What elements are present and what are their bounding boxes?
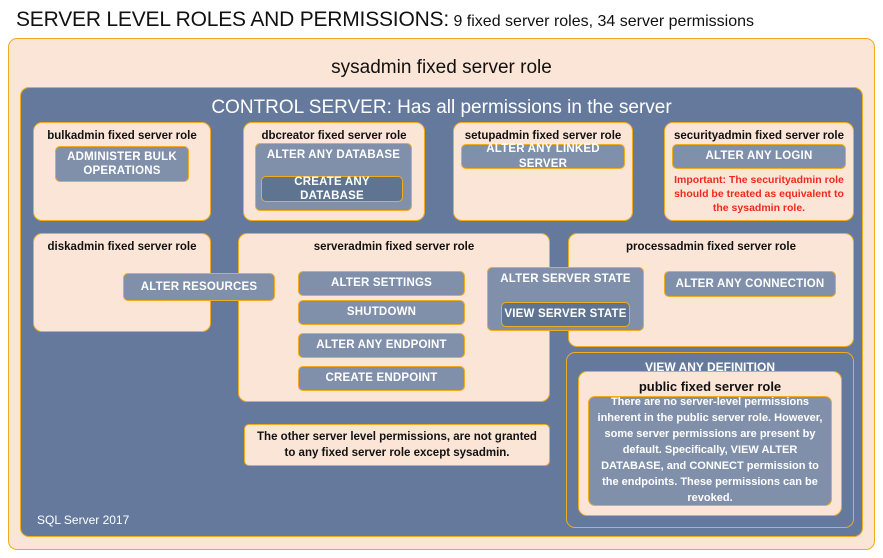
permission-create-endpoint[interactable]: CREATE ENDPOINT xyxy=(298,366,465,391)
role-label-setupadmin: setupadmin fixed server role xyxy=(464,130,622,142)
product-version-label: SQL Server 2017 xyxy=(37,513,130,527)
permission-alter-settings[interactable]: ALTER SETTINGS xyxy=(298,271,465,296)
role-label-diskadmin: diskadmin fixed server role xyxy=(47,241,197,253)
sysadmin-role-label: sysadmin fixed server role xyxy=(331,57,552,78)
other-permissions-note: The other server level permissions, are … xyxy=(244,424,550,466)
permission-alter-any-database-label: ALTER ANY DATABASE xyxy=(266,149,401,161)
page-title-main: SERVER LEVEL ROLES AND PERMISSIONS: xyxy=(16,8,449,31)
permission-alter-any-linked-server[interactable]: ALTER ANY LINKED SERVER xyxy=(461,143,625,170)
permission-create-any-database[interactable]: CREATE ANY DATABASE xyxy=(261,176,403,202)
permission-view-server-state[interactable]: VIEW SERVER STATE xyxy=(501,302,630,327)
permission-shutdown[interactable]: SHUTDOWN xyxy=(298,300,465,325)
public-role-description: There are no server-level permissions in… xyxy=(588,396,832,506)
permission-administer-bulk-operations[interactable]: ADMINISTER BULK OPERATIONS xyxy=(55,146,189,182)
role-label-securityadmin: securityadmin fixed server role xyxy=(673,130,845,142)
page-title-sub: 9 fixed server roles, 34 server permissi… xyxy=(453,13,755,30)
permission-alter-resources[interactable]: ALTER RESOURCES xyxy=(123,273,275,301)
permission-alter-any-connection[interactable]: ALTER ANY CONNECTION xyxy=(664,271,836,297)
permission-alter-any-endpoint[interactable]: ALTER ANY ENDPOINT xyxy=(298,333,465,358)
control-server-label: CONTROL SERVER: Has all permissions in t… xyxy=(211,97,672,118)
permission-view-any-definition-label: VIEW ANY DEFINITION xyxy=(644,360,775,374)
role-box-securityadmin: securityadmin fixed server role xyxy=(664,122,854,221)
role-label-dbcreator: dbcreator fixed server role xyxy=(261,130,407,142)
role-label-public: public fixed server role xyxy=(638,379,782,394)
securityadmin-important-note: Important: The securityadmin role should… xyxy=(674,174,844,215)
role-box-setupadmin: setupadmin fixed server role xyxy=(453,122,633,221)
permission-alter-any-login[interactable]: ALTER ANY LOGIN xyxy=(672,144,846,169)
role-label-processadmin: processadmin fixed server role xyxy=(625,241,797,253)
permission-alter-server-state-label: ALTER SERVER STATE xyxy=(500,273,631,285)
page-title: SERVER LEVEL ROLES AND PERMISSIONS: 9 fi… xyxy=(16,8,754,32)
role-label-serveradmin: serveradmin fixed server role xyxy=(313,241,475,253)
role-label-bulkadmin: bulkadmin fixed server role xyxy=(47,130,197,142)
